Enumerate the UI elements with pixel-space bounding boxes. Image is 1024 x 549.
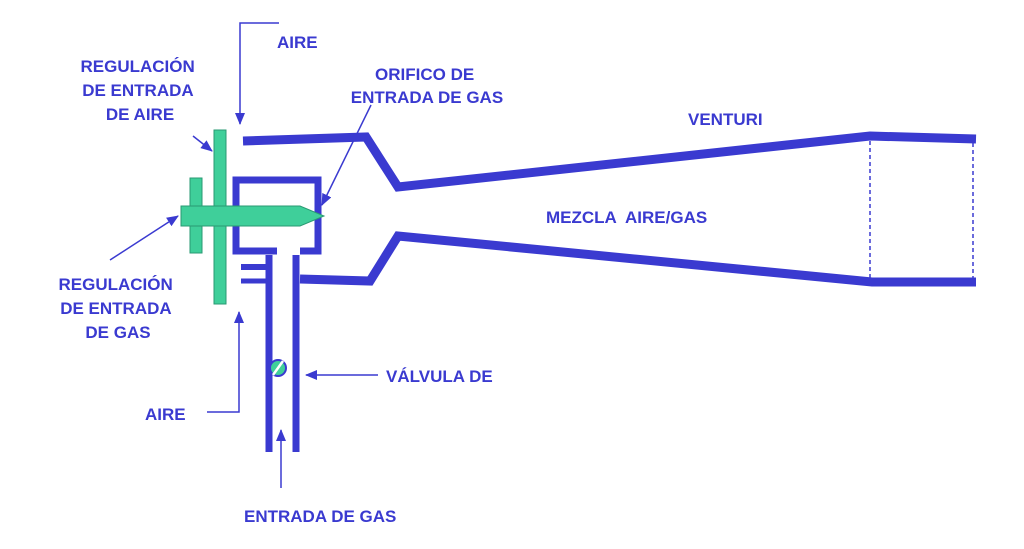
venturi-upper-wall: [242, 131, 977, 192]
label-regulacion-gas: REGULACIÓN DE ENTRADA DE GAS: [58, 275, 177, 342]
label-aire-bottom: AIRE: [145, 405, 186, 424]
air-flow-arrow-bottom: [207, 311, 244, 413]
leader-regulacion-gas: [109, 215, 179, 261]
label-valvula: VÁLVULA DE: [386, 367, 493, 386]
label-aire-top: AIRE: [277, 33, 318, 52]
venturi-walls: [242, 131, 977, 287]
air-flow-arrow-top: [235, 22, 279, 125]
label-orificio-gas: ORIFICO DE ENTRADA DE GAS: [351, 65, 503, 107]
injector-chamber: [232, 176, 322, 255]
injector-box-outline: [232, 176, 322, 255]
label-mezcla: MEZCLA AIRE/GAS: [546, 208, 707, 227]
label-entrada-gas: ENTRADA DE GAS: [244, 507, 396, 526]
label-regulacion-aire: REGULACIÓN DE ENTRADA DE AIRE: [80, 57, 199, 124]
leader-orificio-gas: [321, 104, 372, 206]
venturi-lower-wall: [299, 231, 976, 287]
label-venturi: VENTURI: [688, 110, 763, 129]
leader-regulacion-aire: [192, 135, 213, 152]
gas-needle-arrow: [180, 205, 326, 227]
valve-icon: [269, 359, 287, 377]
